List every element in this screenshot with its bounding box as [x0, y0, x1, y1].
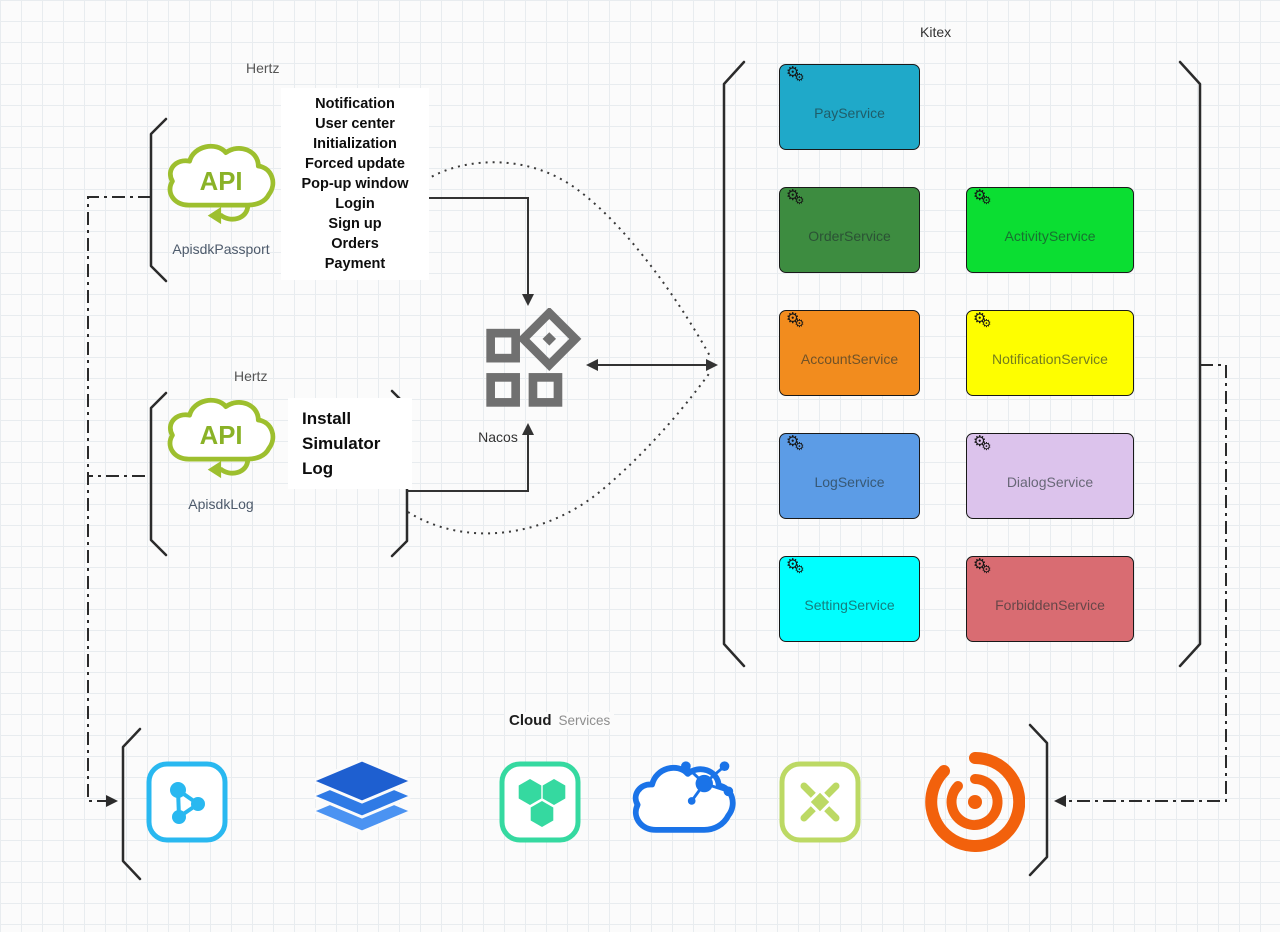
feature-item: Initialization [313, 136, 397, 152]
bracket-left-kitex [722, 60, 746, 668]
gears-icon: ⚙⚙ [973, 310, 992, 330]
service-label: SettingService [804, 597, 895, 613]
feature-item: Notification [315, 96, 395, 112]
dashdot-left [87, 196, 151, 802]
gears-icon: ⚙⚙ [973, 433, 992, 453]
nacos-icon [486, 308, 582, 407]
service-label: AccountService [800, 351, 899, 367]
bracket-right-kitex [1178, 60, 1202, 668]
service-label: PayService [814, 105, 885, 121]
feature-item: Sign up [328, 216, 382, 232]
label-hertz-top: Hertz [246, 60, 280, 76]
service-box-dialogservice: ⚙⚙ DialogService [966, 433, 1134, 519]
cloud-title-bold: Cloud [509, 712, 552, 729]
service-box-settingservice: ⚙⚙ SettingService [779, 556, 920, 642]
gears-icon: ⚙⚙ [786, 64, 805, 84]
feature-item: Payment [324, 256, 386, 272]
gears-icon: ⚙⚙ [973, 556, 992, 576]
cross-node-icon [779, 761, 861, 843]
feature-item: Pop-up window [301, 176, 409, 192]
gears-icon: ⚙⚙ [786, 310, 805, 330]
service-box-forbiddenservice: ⚙⚙ ForbiddenService [966, 556, 1134, 642]
api-group1-name: ApisdkPassport [172, 241, 270, 257]
service-label: DialogService [1006, 474, 1094, 490]
api-cloud-icon-passport: API [167, 143, 276, 225]
label-nacos: Nacos [478, 429, 518, 445]
feature-item: Log [302, 459, 334, 478]
label-hertz-bottom: Hertz [234, 368, 268, 384]
service-box-logservice: ⚙⚙ LogService [779, 433, 920, 519]
service-label: OrderService [808, 228, 891, 244]
feature-item: Simulator [302, 434, 381, 453]
gears-icon: ⚙⚙ [973, 187, 992, 207]
layer-stack-icon [310, 758, 414, 834]
service-label: LogService [814, 474, 885, 490]
gears-icon: ⚙⚙ [786, 556, 805, 576]
feature-item: Install [302, 409, 352, 428]
bracket-right-cloud [1028, 723, 1049, 877]
cloud-services-title: Cloud Services [505, 712, 615, 729]
api-cloud-icon-log: API [167, 397, 276, 479]
feature-item: User center [315, 116, 395, 132]
vortex-icon [925, 752, 1025, 852]
api-icon-text: API [200, 422, 243, 450]
service-box-accountservice: ⚙⚙ AccountService [779, 310, 920, 396]
service-label: ForbiddenService [995, 597, 1105, 613]
gears-icon: ⚙⚙ [786, 187, 805, 207]
service-label: ActivityService [1004, 228, 1096, 244]
hexagon-cluster-icon [499, 761, 581, 843]
cloud-title-light: Services [558, 713, 611, 728]
service-box-payservice: ⚙⚙ PayService [779, 64, 920, 150]
service-box-orderservice: ⚙⚙ OrderService [779, 187, 920, 273]
arrow-apigroup1-to-nacos [414, 197, 529, 295]
cloud-network-icon [632, 761, 736, 833]
gears-icon: ⚙⚙ [786, 433, 805, 453]
network-share-icon [146, 761, 228, 843]
service-box-notificationservice: ⚙⚙ NotificationService [966, 310, 1134, 396]
api-group2-name: ApisdkLog [188, 496, 254, 512]
label-kitex: Kitex [920, 24, 952, 40]
service-box-activityservice: ⚙⚙ ActivityService [966, 187, 1134, 273]
feature-item: Orders [331, 236, 379, 252]
feature-item: Forced update [305, 156, 405, 172]
feature-item: Login [335, 196, 375, 212]
service-label: NotificationService [992, 351, 1108, 367]
bracket-left-cloud [121, 727, 142, 881]
api-icon-text: API [200, 168, 243, 196]
